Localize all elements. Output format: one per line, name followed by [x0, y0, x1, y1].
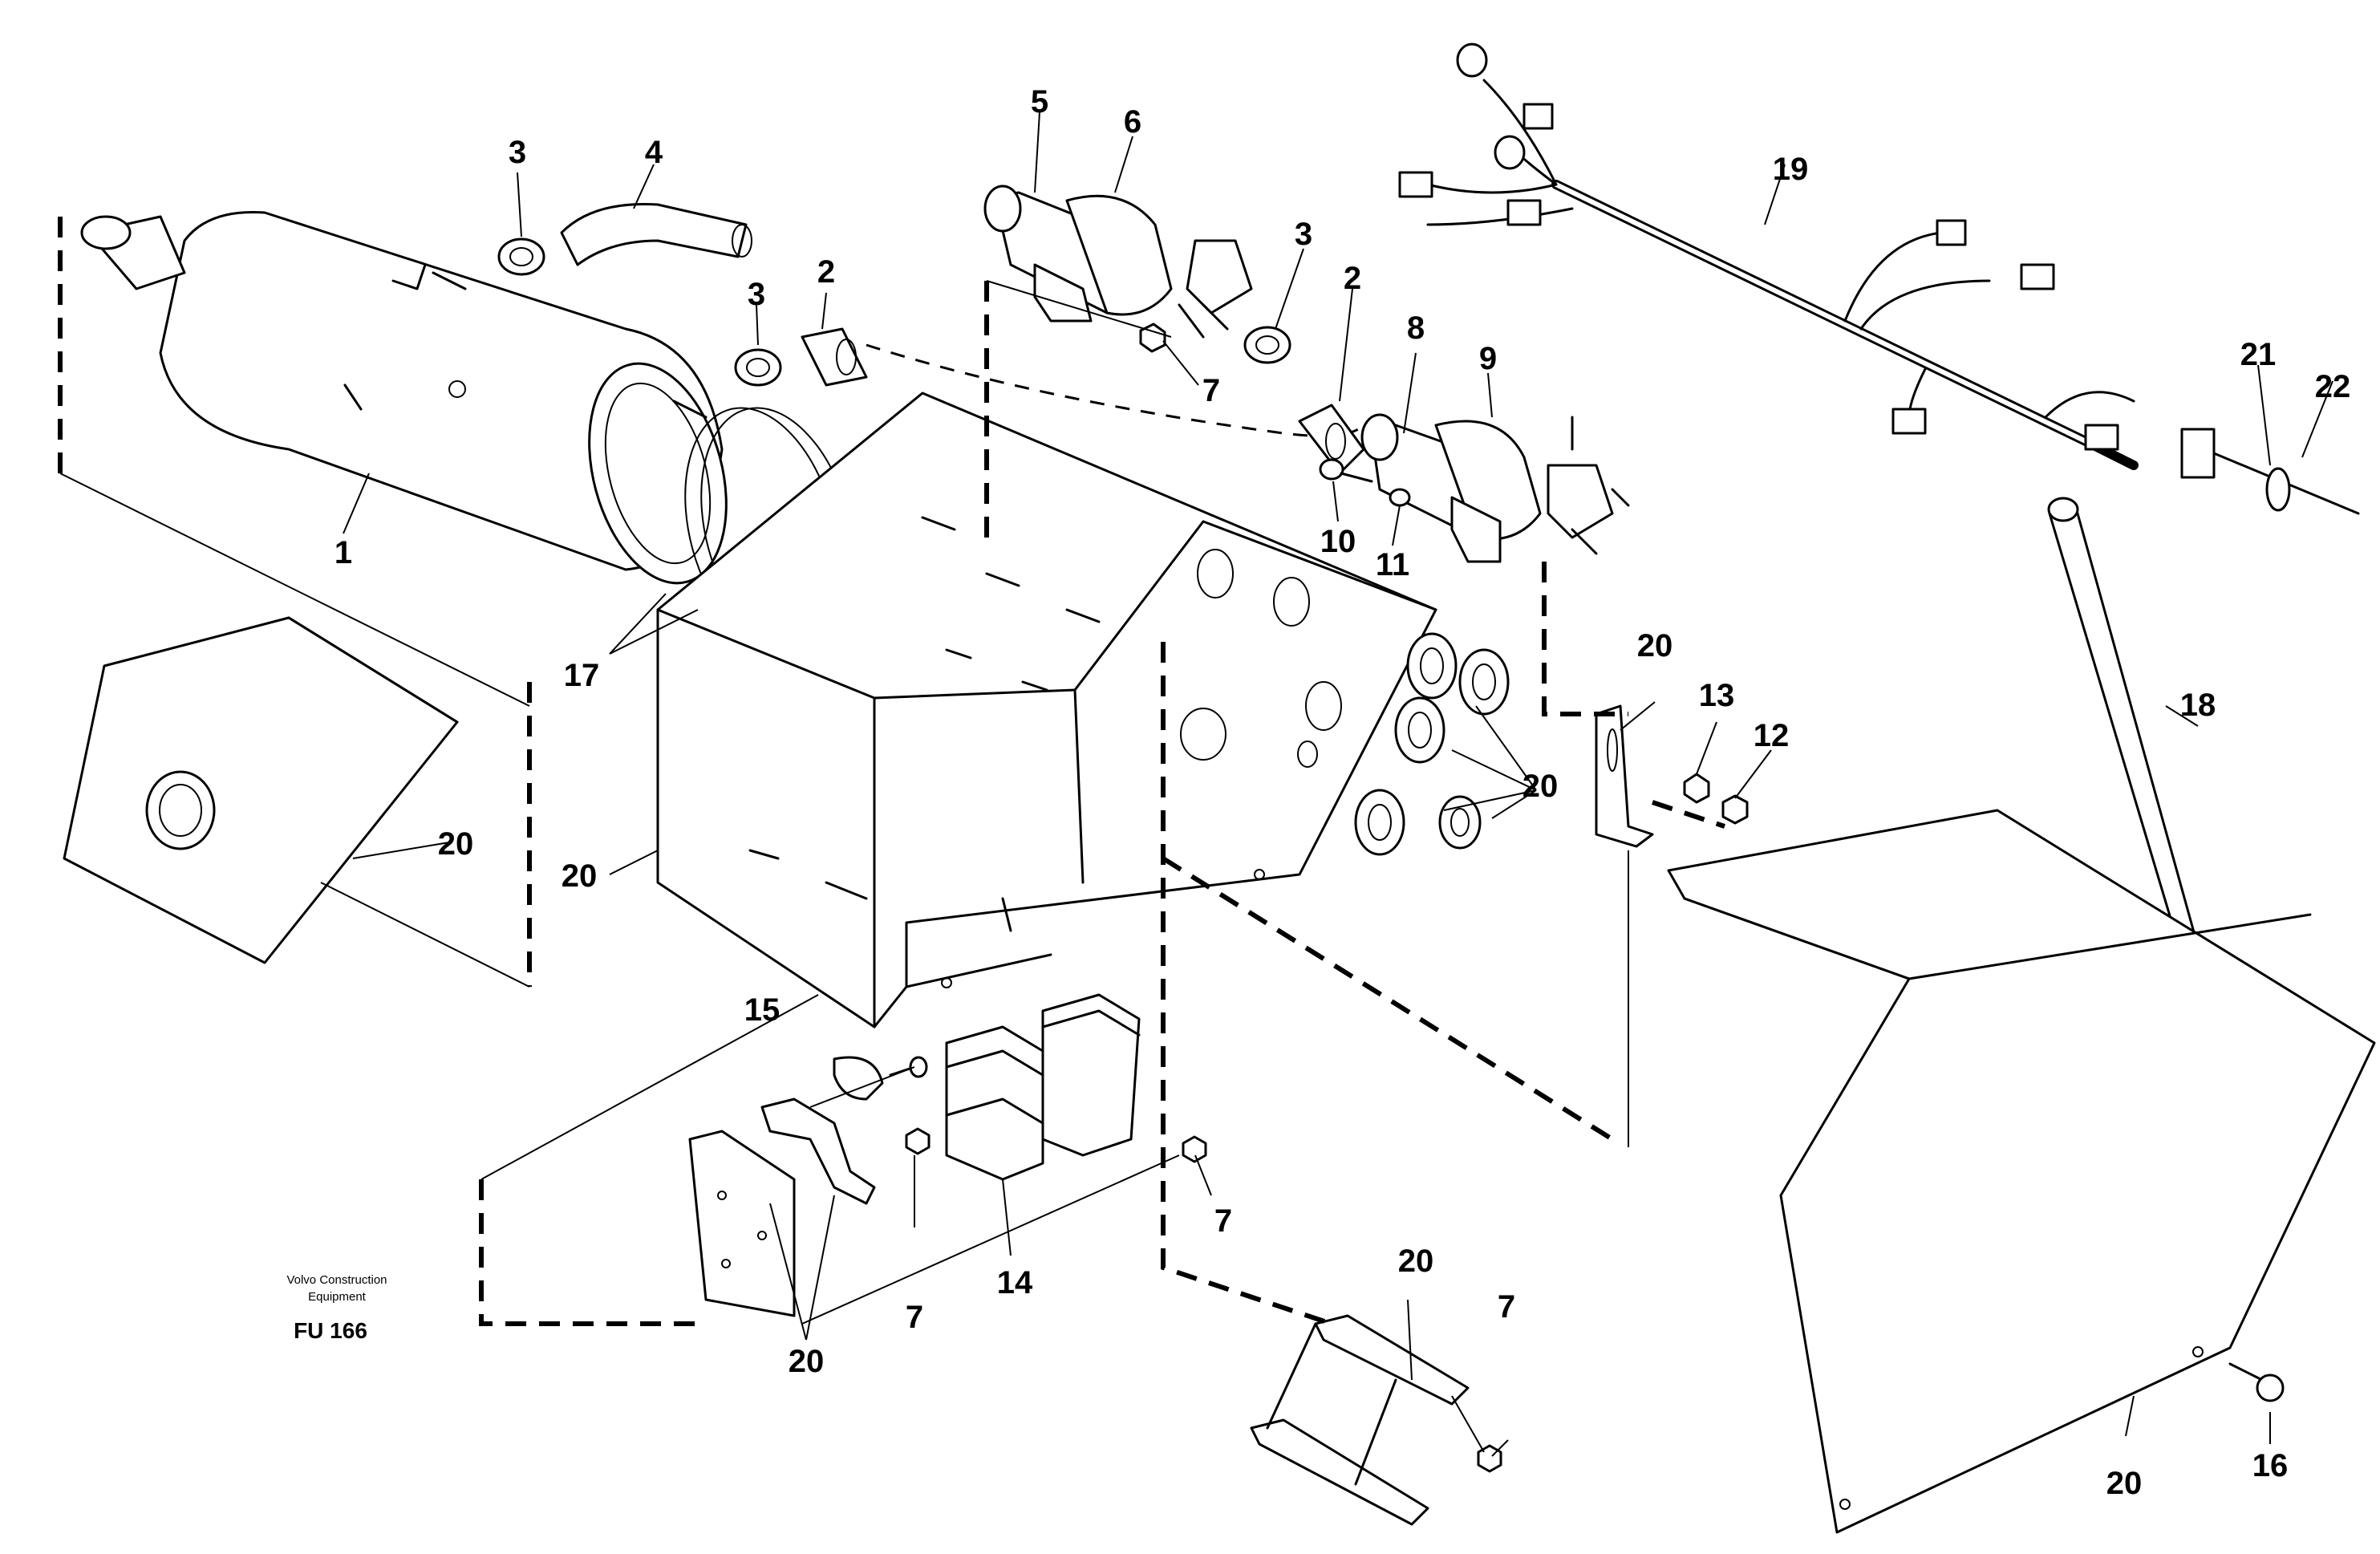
bolt-10: [1319, 458, 1373, 483]
callout-12: 12: [1754, 718, 1790, 753]
leader-line: [986, 280, 1172, 338]
callout-6: 6: [1124, 104, 1141, 140]
callout-13: 13: [1699, 678, 1735, 713]
nut-13: [1683, 773, 1710, 804]
callout-leaders: [343, 112, 2333, 1457]
nut-7c: [1182, 1135, 1207, 1163]
callout-19: 19: [1773, 152, 1809, 187]
routing-line-dashed: [866, 343, 1365, 437]
callout-3: 3: [748, 277, 765, 312]
bolt-16: [2228, 1362, 2285, 1402]
callout-1: 1: [334, 535, 352, 570]
callout-labels: 1 2 2 3 3 3 4 5 6 7 7 7 7 8 9 10 11 12 1…: [334, 84, 2350, 1501]
callout-10: 10: [1320, 524, 1356, 559]
callout-7: 7: [1214, 1203, 1232, 1239]
grommets: [1354, 632, 1510, 856]
left-cover: [63, 616, 459, 964]
bracket-slot: [1595, 704, 1654, 848]
hose-4: [560, 202, 752, 266]
callout-20: 20: [438, 826, 474, 862]
diagram-caption: Volvo Construction Equipment FU 166: [286, 1273, 387, 1343]
right-cover: [1667, 809, 2376, 1534]
callout-7: 7: [1498, 1289, 1515, 1325]
hose-clamp-3a: [497, 237, 545, 276]
callout-5: 5: [1031, 84, 1048, 120]
callout-17: 17: [564, 658, 600, 693]
hose-clamp-3b: [734, 348, 782, 387]
water-pump-9: [1360, 413, 1630, 563]
washer-11: [1389, 488, 1411, 507]
hose-2a: [801, 327, 868, 387]
maker-line-1: Volvo Construction: [286, 1273, 387, 1287]
callout-7: 7: [906, 1300, 923, 1335]
maker-line-2: Equipment: [308, 1290, 367, 1304]
leader-line: [480, 994, 819, 1180]
nut-7b: [905, 1127, 931, 1155]
callout-21: 21: [2240, 337, 2277, 372]
callout-11: 11: [1376, 547, 1409, 582]
dashed-leader: [1162, 856, 1614, 1142]
hose-2b: [1298, 404, 1365, 475]
figure-code: FU 166: [294, 1318, 367, 1343]
callout-20: 20: [562, 858, 598, 894]
callout-22: 22: [2315, 369, 2351, 404]
callout-18: 18: [2180, 688, 2216, 723]
callout-8: 8: [1407, 310, 1425, 346]
callout-2: 2: [817, 254, 835, 290]
callout-15: 15: [744, 992, 780, 1028]
callout-3: 3: [509, 135, 526, 170]
nut-12: [1721, 794, 1749, 825]
callout-14: 14: [997, 1265, 1033, 1300]
control-unit-14: [945, 993, 1141, 1181]
callout-20: 20: [1522, 769, 1559, 804]
callout-16: 16: [2252, 1448, 2289, 1483]
bracket-plate: [688, 1130, 796, 1317]
lower-bracket: [1250, 1314, 1470, 1526]
callout-4: 4: [645, 135, 663, 170]
callout-20: 20: [789, 1344, 825, 1379]
dashed-leader: [479, 1179, 706, 1326]
leader-line: [59, 473, 530, 707]
callout-20: 20: [2106, 1466, 2143, 1501]
callout-9: 9: [1479, 341, 1497, 376]
small-bracket: [760, 1056, 884, 1205]
leader-line: [1451, 1395, 1485, 1453]
wiring-harness: [1398, 43, 2360, 515]
hose-clamp-3c: [1243, 326, 1291, 364]
callout-3: 3: [1295, 217, 1312, 252]
dashed-leader: [1542, 562, 1628, 716]
mounting-box: [656, 392, 1437, 1029]
callout-20: 20: [1398, 1244, 1434, 1279]
leader-line: [320, 882, 530, 988]
dashed-leader: [1161, 642, 1332, 1326]
dashed-leader: [1652, 800, 1725, 829]
heater-unit: [80, 210, 856, 652]
callout-2: 2: [1344, 261, 1361, 296]
callout-20: 20: [1637, 628, 1673, 663]
water-pump-6: [983, 185, 1253, 339]
leader-line: [801, 1154, 1180, 1325]
callout-7: 7: [1202, 373, 1220, 408]
nut-7a: [1139, 323, 1166, 353]
